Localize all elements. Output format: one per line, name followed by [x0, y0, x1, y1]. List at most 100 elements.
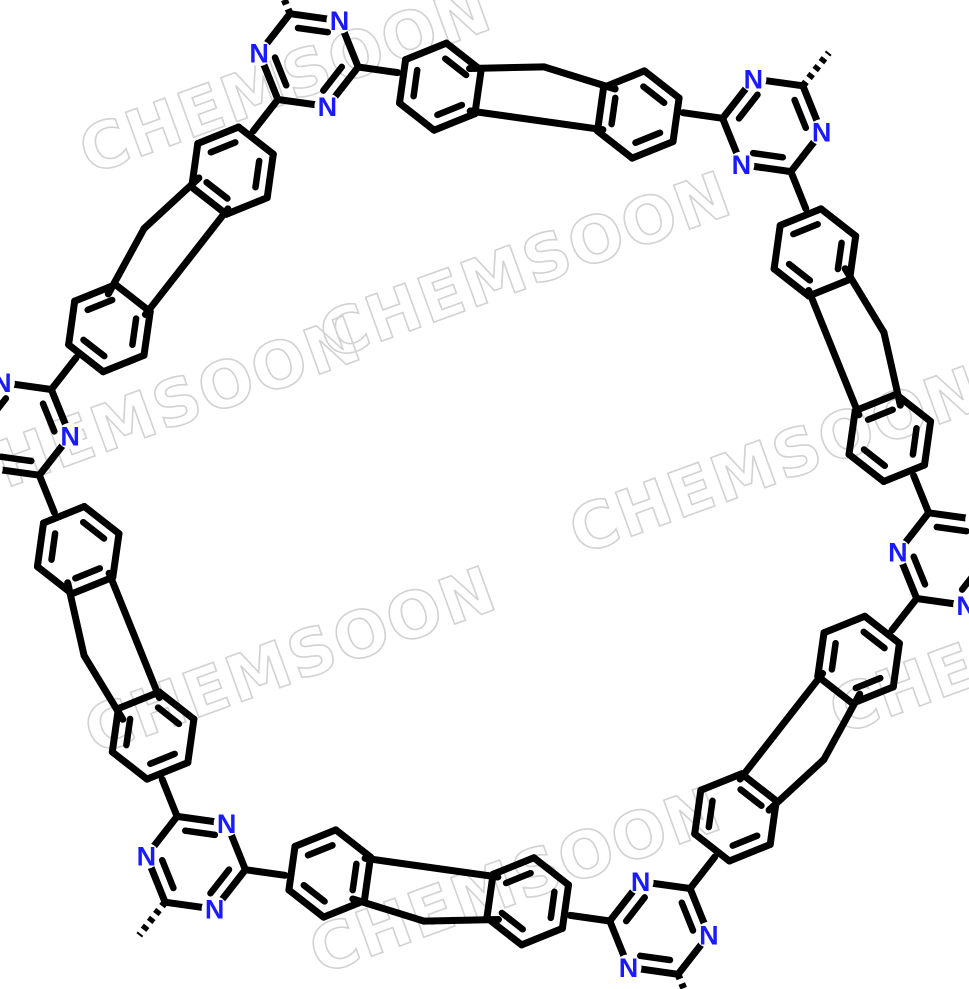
- bond-147: [158, 775, 181, 820]
- nitrogen-atom-11: N: [631, 867, 651, 897]
- bond-170: [47, 354, 80, 393]
- bond-116: [725, 841, 774, 865]
- atom-label-mask: [627, 868, 654, 895]
- bond-35: [622, 894, 648, 925]
- bond-121: [820, 690, 864, 763]
- bond-76: [540, 63, 619, 93]
- bond-141: [304, 842, 336, 859]
- nitrogen-atom-13: N: [137, 841, 157, 871]
- bond-72: [632, 129, 664, 146]
- bond-133: [547, 888, 558, 922]
- atom-label-mask: [695, 921, 722, 948]
- atom-label-mask: [615, 954, 642, 981]
- bond-25: [958, 575, 969, 593]
- atom-label-mask: [965, 510, 969, 529]
- nitrogen-atom-3: N: [249, 39, 269, 69]
- bond-78: [787, 168, 810, 213]
- bond-90: [845, 407, 859, 458]
- watermark-text-4: CHEMSOON: [75, 553, 507, 770]
- atom-label-mask: [740, 65, 767, 92]
- bond-67: [594, 127, 636, 162]
- bond-175: [65, 297, 79, 349]
- bond-83: [817, 205, 860, 240]
- bond-144: [420, 916, 502, 925]
- bond-127: [530, 854, 572, 889]
- bond-71: [669, 94, 683, 146]
- bond-18: [735, 91, 761, 122]
- nitrogen-atom-10: N: [619, 953, 639, 983]
- bond-128: [558, 881, 572, 932]
- bond-158: [80, 503, 123, 538]
- nitrogen-atom-7: N: [956, 591, 969, 621]
- nitrogen-atom-5: N: [732, 150, 752, 180]
- atom-label-mask: [133, 842, 160, 869]
- bond-58: [396, 99, 438, 134]
- nitrogen-atom-17: N: [60, 421, 80, 451]
- bond-54: [0, 453, 35, 465]
- nitrogen-atom-14: N: [217, 809, 237, 839]
- bond-44: [181, 827, 219, 839]
- bond-119: [737, 786, 765, 809]
- bond-95: [860, 446, 889, 470]
- bond-73: [608, 94, 619, 128]
- atom-label-layer: NNNNNNNNNNNNNNNNNN: [0, 6, 969, 983]
- bond-139: [285, 886, 328, 921]
- bond-60: [402, 39, 450, 64]
- bond-190: [104, 225, 148, 298]
- bond-129: [518, 924, 566, 949]
- dashed-bond-1: [280, 0, 294, 16]
- bond-52: [0, 395, 10, 412]
- bond-74: [640, 83, 668, 107]
- bond-36: [678, 899, 697, 934]
- bond-94: [880, 461, 928, 485]
- bond-108: [814, 672, 856, 707]
- nitrogen-atom-8: N: [888, 538, 908, 568]
- bond-125: [241, 866, 289, 879]
- bond-171: [249, 96, 282, 135]
- bond-151: [143, 759, 192, 783]
- atom-label-mask: [57, 422, 84, 449]
- bond-85: [805, 276, 854, 300]
- bond-155: [154, 704, 183, 728]
- bond-146: [361, 854, 502, 881]
- bond-157: [123, 715, 134, 749]
- bond-103: [814, 629, 828, 680]
- bond-149: [155, 688, 198, 723]
- bond-45: [207, 866, 233, 897]
- bond-169: [105, 569, 163, 701]
- bond-7: [294, 24, 332, 36]
- nitrogen-atom-15: N: [205, 895, 225, 925]
- bond-109: [828, 639, 839, 673]
- nitrogen-atom-6: N: [744, 64, 764, 94]
- bond-180: [84, 296, 116, 314]
- bond-159: [109, 530, 123, 581]
- bond-55: [354, 63, 402, 77]
- bond-65: [442, 55, 470, 79]
- atom-label-mask: [0, 460, 3, 477]
- bond-66: [628, 138, 677, 162]
- bond-143: [300, 881, 328, 905]
- bond-167: [80, 652, 127, 723]
- bond-164: [79, 518, 108, 542]
- bond-63: [434, 101, 466, 119]
- bond-77: [466, 107, 607, 134]
- bond-188: [203, 179, 231, 202]
- dashed-bond-2: [800, 50, 832, 88]
- bond-131: [483, 870, 497, 922]
- bond-134: [498, 909, 526, 933]
- bond-75: [466, 63, 548, 72]
- bond-135: [291, 826, 340, 850]
- bond-23: [925, 509, 969, 522]
- bond-183: [188, 183, 230, 218]
- bond-26: [910, 553, 929, 588]
- bond-110: [860, 628, 888, 652]
- nitrogen-atom-16: N: [0, 368, 12, 398]
- bond-86: [785, 260, 814, 284]
- nitrogen-atom-12: N: [699, 920, 719, 950]
- bond-166: [48, 530, 59, 563]
- bond-113: [697, 770, 746, 794]
- bond-122: [765, 756, 828, 814]
- bond-140: [285, 842, 299, 894]
- watermark-text-1: CHEMSOON: [70, 0, 502, 190]
- bond-50: [0, 466, 43, 479]
